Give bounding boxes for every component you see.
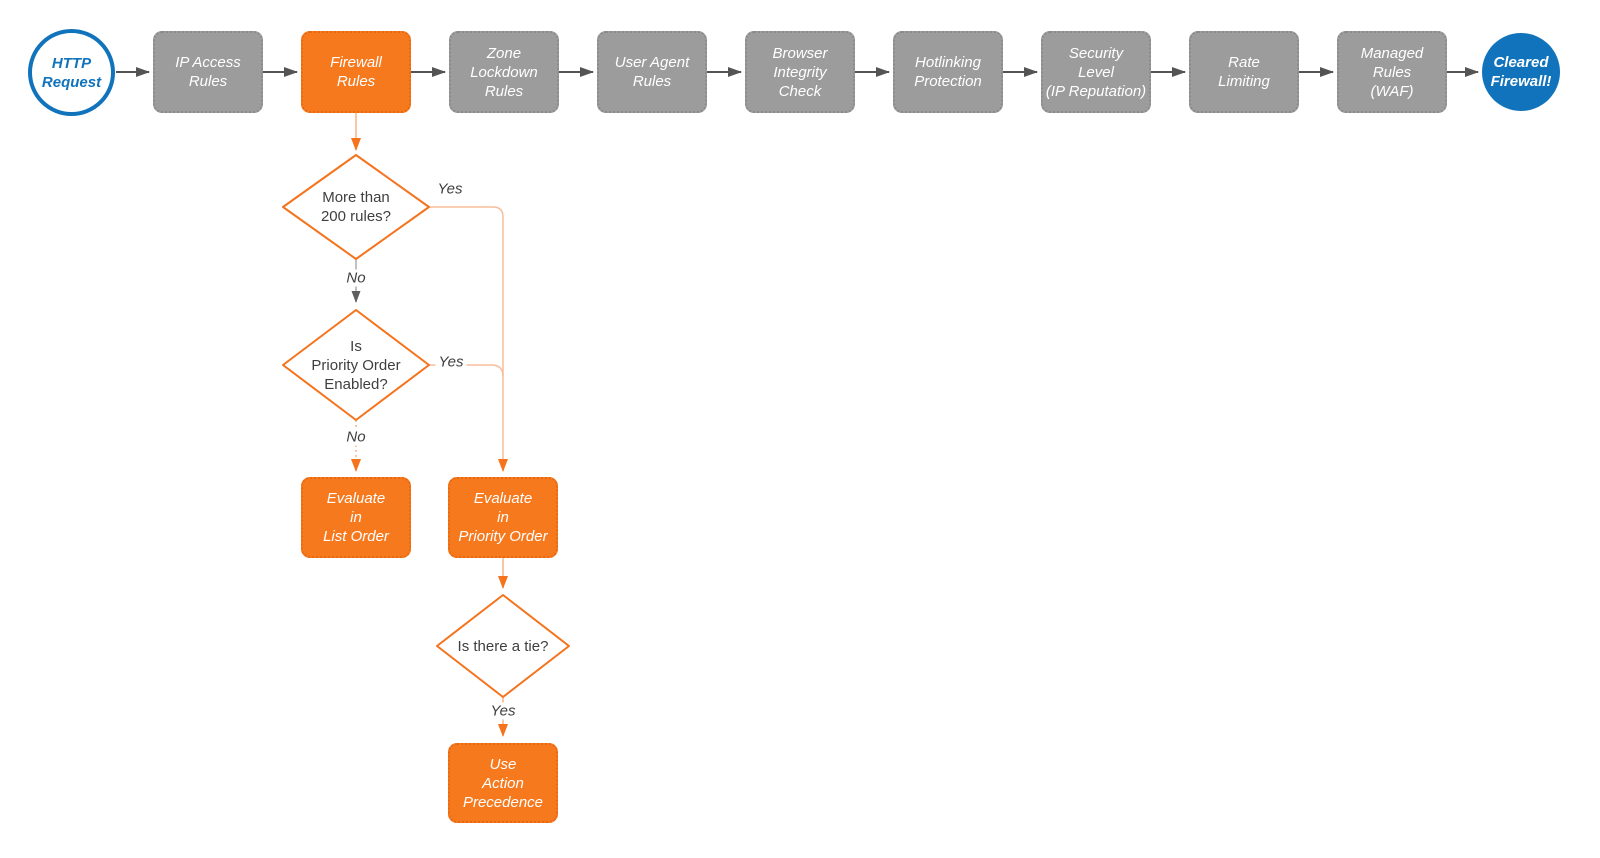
- start-node-http-request: HTTP Request: [28, 29, 115, 116]
- stage-node-user-agent-rules: User Agent Rules: [597, 31, 707, 113]
- end-node-cleared-firewall: Cleared Firewall!: [1482, 33, 1560, 111]
- edge-label-decision2-no: No: [343, 428, 369, 446]
- decision1-diamond-shape: [282, 154, 430, 260]
- action-node-evaluate-in-priority-order: Evaluate in Priority Order: [448, 477, 558, 558]
- stage-node-ip-access-rules: IP Access Rules: [153, 31, 263, 113]
- edge-label-decision2-yes: Yes: [435, 353, 467, 371]
- edge-label-decision1-yes: Yes: [434, 180, 466, 198]
- action-node-use-action-precedence: Use Action Precedence: [448, 743, 558, 823]
- stage-node-rate-limiting: Rate Limiting: [1189, 31, 1299, 113]
- action-node-evaluate-in-list-order: Evaluate in List Order: [301, 477, 411, 558]
- decision1-more-than-200-rules: More than 200 rules?: [320, 189, 392, 225]
- stage-node-browser-integrity-check: Browser Integrity Check: [745, 31, 855, 113]
- stage-node-security-level: Security Level (IP Reputation): [1041, 31, 1151, 113]
- edge-label-decision3-yes: Yes: [487, 702, 519, 720]
- edge-label-decision1-no: No: [343, 269, 369, 287]
- edge-decision1-yes-to-priority-order: [429, 206, 508, 472]
- stage-node-managed-rules-waf: Managed Rules (WAF): [1337, 31, 1447, 113]
- stage-node-hotlinking-protection: Hotlinking Protection: [893, 31, 1003, 113]
- decision3-is-there-a-tie: Is there a tie?: [457, 637, 549, 655]
- decision3-diamond-shape: [436, 594, 570, 698]
- decision2-diamond-shape: [282, 309, 430, 421]
- decision2-priority-order-enabled: Is Priority Order Enabled?: [311, 337, 401, 393]
- stage-node-zone-lockdown-rules: Zone Lockdown Rules: [449, 31, 559, 113]
- edge-decision2-yes-merge: [429, 364, 504, 377]
- stage-node-firewall-rules: Firewall Rules: [301, 31, 411, 113]
